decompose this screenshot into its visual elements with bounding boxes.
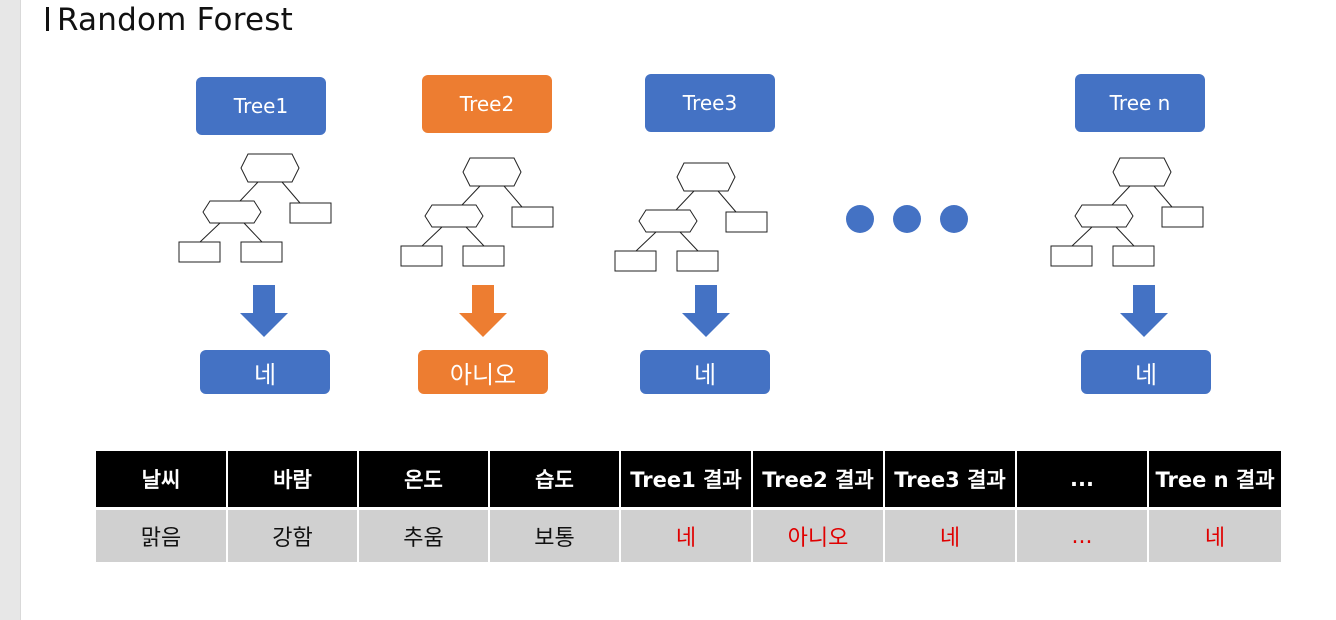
- tree-leaf-node: [289, 202, 332, 224]
- header-weather: 날씨: [96, 451, 228, 509]
- tree-edge: [675, 190, 695, 211]
- tree-leaf-node: [614, 250, 657, 272]
- tree-root-node: [676, 162, 736, 192]
- cell-ellipsis: ...: [1016, 507, 1149, 562]
- header-humidity: 습도: [489, 451, 621, 509]
- tree-edge: [1115, 226, 1135, 247]
- header-temperature: 온도: [358, 451, 490, 509]
- page-title-text: Random Forest: [57, 2, 293, 38]
- header-tree2-result: Tree2 결과: [752, 451, 885, 509]
- cell-tree1-result: 네: [620, 507, 753, 562]
- tree-edge: [1153, 185, 1173, 208]
- tree-branch-node: [202, 200, 262, 224]
- tree-root-node: [462, 157, 522, 187]
- tree-edge: [239, 181, 259, 202]
- tree-1-label: Tree1: [196, 77, 326, 135]
- tree-leaf-node: [511, 206, 554, 228]
- tree-edge: [199, 222, 221, 243]
- header-wind: 바람: [227, 451, 359, 509]
- tree-leaf-node: [1161, 206, 1204, 228]
- decision-tree-icon: [614, 162, 768, 272]
- tree-2-label: Tree2: [422, 75, 552, 133]
- tree-n-label: Tree n: [1075, 74, 1205, 132]
- decision-tree-icon: [1050, 157, 1204, 267]
- tree-leaf-node: [1050, 245, 1093, 267]
- cell-tree3-result: 네: [884, 507, 1017, 562]
- tree-2-result: 아니오: [418, 350, 548, 394]
- cell-tree2-result: 아니오: [752, 507, 885, 562]
- table-row: 맑음 강함 추움 보통 네 아니오 네 ... 네: [96, 507, 1281, 562]
- tree-branch-node: [424, 204, 484, 228]
- header-tree1-result: Tree1 결과: [620, 451, 753, 509]
- tree-root-node: [240, 153, 300, 183]
- cell-humidity: 보통: [489, 507, 621, 562]
- tree-edge: [461, 185, 481, 206]
- tree-edge: [1111, 185, 1131, 206]
- tree-edge: [503, 185, 523, 208]
- tree-edge: [717, 190, 737, 213]
- page-title: Random Forest: [46, 2, 293, 38]
- header-tree3-result: Tree3 결과: [884, 451, 1017, 509]
- decision-tree-icon: [178, 153, 332, 263]
- ellipsis-dot-icon: [846, 205, 874, 233]
- tree-leaf-node: [240, 241, 283, 263]
- tree-leaf-node: [462, 245, 505, 267]
- cell-temperature: 추움: [358, 507, 490, 562]
- down-arrow-icon: [459, 285, 507, 337]
- tree-edge: [679, 231, 699, 252]
- tree-leaf-node: [676, 250, 719, 272]
- down-arrow-icon: [1120, 285, 1168, 337]
- tree-edge: [243, 222, 263, 243]
- table-header-row: 날씨 바람 온도 습도 Tree1 결과 Tree2 결과 Tree3 결과 .…: [96, 451, 1281, 509]
- tree-branch-node: [638, 209, 698, 233]
- cell-weather: 맑음: [96, 507, 228, 562]
- header-ellipsis: ...: [1016, 451, 1149, 509]
- cell-wind: 강함: [227, 507, 359, 562]
- tree-branch-node: [1074, 204, 1134, 228]
- tree-edge: [281, 181, 301, 204]
- tree-leaf-node: [400, 245, 443, 267]
- tree-root-node: [1112, 157, 1172, 187]
- title-bullet: [46, 7, 49, 31]
- left-gutter: [0, 0, 21, 620]
- cell-treen-result: 네: [1148, 507, 1281, 562]
- tree-edge: [421, 226, 443, 247]
- ellipsis-dot-icon: [893, 205, 921, 233]
- tree-3-result: 네: [640, 350, 770, 394]
- tree-edge: [635, 231, 657, 252]
- result-table: 날씨 바람 온도 습도 Tree1 결과 Tree2 결과 Tree3 결과 .…: [96, 451, 1281, 562]
- tree-1-result: 네: [200, 350, 330, 394]
- tree-3-label: Tree3: [645, 74, 775, 132]
- ellipsis-dot-icon: [940, 205, 968, 233]
- tree-leaf-node: [1112, 245, 1155, 267]
- tree-edge: [465, 226, 485, 247]
- tree-leaf-node: [725, 211, 768, 233]
- decision-tree-icon: [400, 157, 554, 267]
- tree-leaf-node: [178, 241, 221, 263]
- header-treen-result: Tree n 결과: [1148, 451, 1281, 509]
- down-arrow-icon: [240, 285, 288, 337]
- tree-edge: [1071, 226, 1093, 247]
- down-arrow-icon: [682, 285, 730, 337]
- tree-n-result: 네: [1081, 350, 1211, 394]
